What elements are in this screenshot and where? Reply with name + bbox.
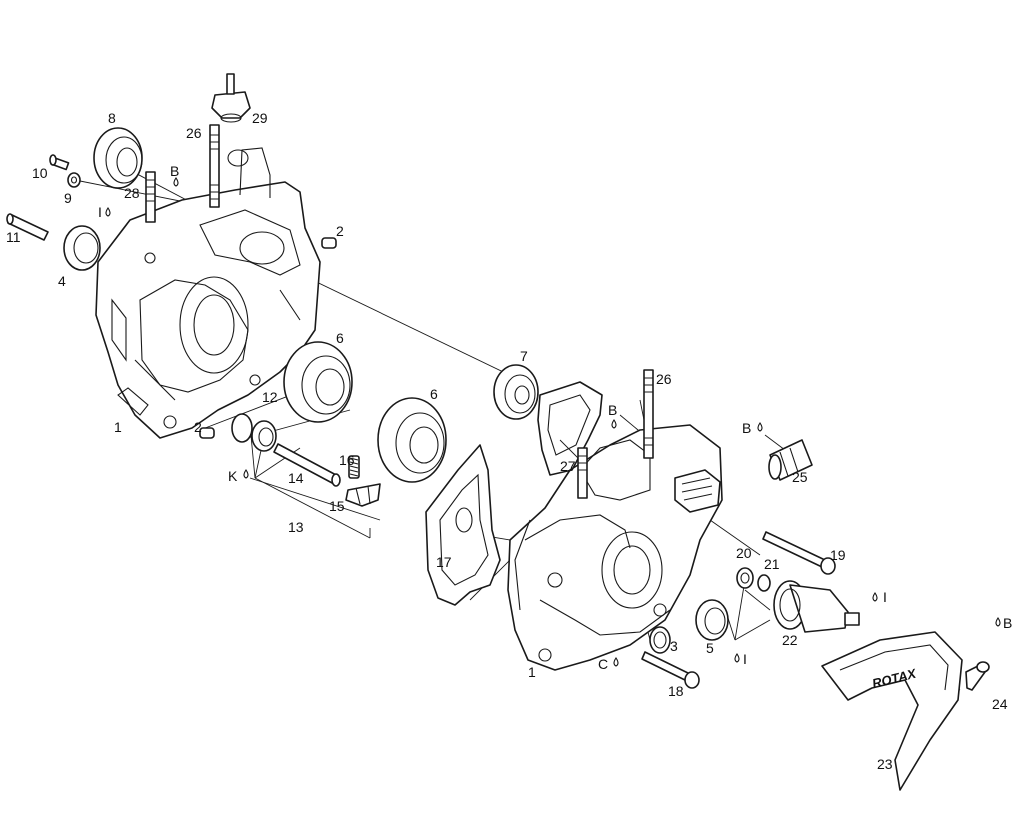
part-29-nipple-fitting	[211, 73, 251, 123]
callout-c: C	[598, 656, 608, 672]
callout-27: 27	[560, 458, 576, 474]
callout-17: 17	[436, 554, 452, 570]
part-15-clip	[345, 483, 381, 507]
part-3-ring	[649, 626, 671, 654]
part-9-washer	[67, 172, 81, 188]
callout-26: 26	[656, 371, 672, 387]
callout-9: 9	[64, 190, 72, 206]
callout-29: 29	[252, 110, 268, 126]
callout-20: 20	[736, 545, 752, 561]
callout-28: 28	[124, 185, 140, 201]
callout-6: 6	[430, 386, 438, 402]
callout-16: 16	[339, 452, 355, 468]
callout-2: 2	[194, 419, 202, 435]
callout-5: 5	[706, 640, 714, 656]
part-4-oil-seal	[63, 225, 101, 271]
drop-icon	[243, 469, 249, 479]
part-2-dowel-upper	[321, 237, 337, 249]
part-20-bushing	[736, 567, 754, 589]
callout-22: 22	[782, 632, 798, 648]
part-22-starter-gear	[773, 580, 860, 633]
callout-19: 19	[830, 547, 846, 563]
callout-10: 10	[32, 165, 48, 181]
callout-12: 12	[262, 389, 278, 405]
part-21-washer	[757, 574, 771, 592]
part-19-bolt	[762, 531, 836, 575]
part-11-pin	[6, 213, 49, 241]
callout-labels: 29 8 26 10 9 B 28 I 11 4 2 6 7 6 12 1 2 …	[6, 110, 1012, 772]
callout-18: 18	[668, 683, 684, 699]
right-crankcase-half	[507, 424, 723, 671]
part-26-stud-left	[209, 124, 220, 208]
callout-b: B	[742, 420, 751, 436]
drop-icon	[105, 207, 111, 217]
callout-i: I	[883, 589, 887, 605]
callout-i: I	[98, 204, 102, 220]
callout-3: 3	[670, 638, 678, 654]
part-7-bearing	[493, 364, 539, 420]
part-5-oil-seal	[695, 599, 729, 641]
part-17-gasket	[425, 444, 501, 606]
callout-15: 15	[329, 498, 345, 514]
callout-7: 7	[520, 348, 528, 364]
callout-k: K	[228, 468, 238, 484]
part-6-bearing-left	[283, 341, 353, 423]
part-2-dowel-lower	[199, 427, 215, 439]
callout-11: 11	[6, 229, 21, 245]
callout-b: B	[170, 163, 179, 179]
part-24-screw	[965, 661, 990, 691]
part-27-stud	[577, 447, 588, 499]
callout-25: 25	[792, 469, 808, 485]
drop-icon	[872, 592, 878, 602]
callout-24: 24	[992, 696, 1008, 712]
part-14-shaft	[273, 443, 341, 487]
callout-21: 21	[764, 556, 780, 572]
part-16-spring	[348, 455, 360, 479]
callout-23: 23	[877, 756, 893, 772]
part-26-stud-right	[643, 369, 654, 459]
callout-6: 6	[336, 330, 344, 346]
callout-1: 1	[114, 419, 122, 435]
drop-icon	[995, 617, 1001, 627]
callout-4: 4	[58, 273, 66, 289]
part-18-bolt	[641, 651, 700, 689]
callout-b: B	[608, 402, 617, 418]
callout-1: 1	[528, 664, 536, 680]
callout-i: I	[743, 651, 747, 667]
callout-8: 8	[108, 110, 116, 126]
drop-icon	[757, 422, 763, 432]
part-28-stud	[145, 171, 156, 223]
drop-icon	[173, 177, 179, 187]
drop-icon	[734, 653, 740, 663]
callout-26: 26	[186, 125, 202, 141]
part-6-bearing-right	[377, 397, 447, 483]
drop-icon	[611, 419, 617, 429]
part-8-oil-seal	[93, 127, 143, 189]
part-10-screw	[49, 154, 70, 171]
part-25-sleeve	[768, 439, 813, 481]
drop-icon	[613, 657, 619, 667]
lubricant-drops	[105, 177, 1001, 667]
part-12-seals	[231, 413, 277, 452]
callout-14: 14	[288, 470, 304, 486]
callout-b: B	[1003, 615, 1012, 631]
callout-13: 13	[288, 519, 304, 535]
callout-2: 2	[336, 223, 344, 239]
